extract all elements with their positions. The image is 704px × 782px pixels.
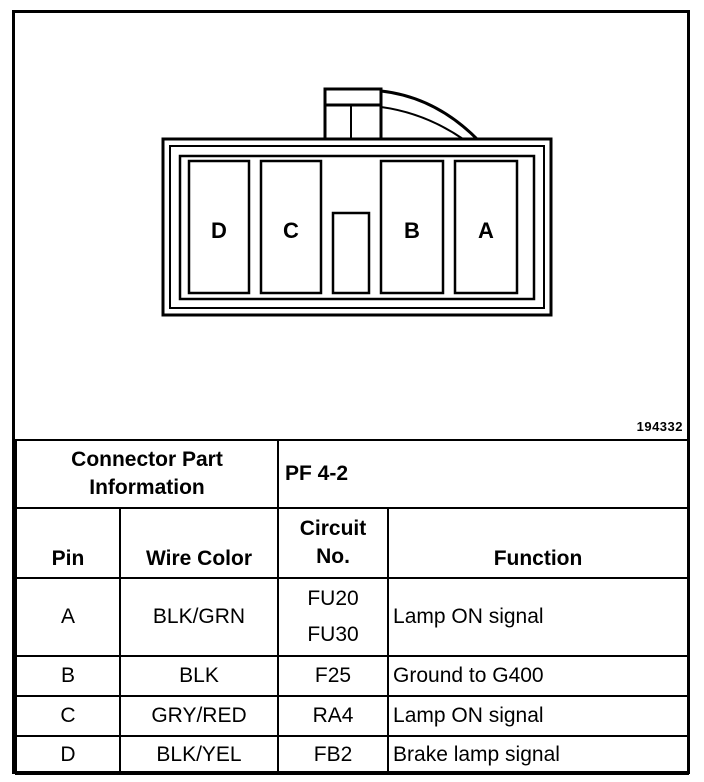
pin-label-d: D — [211, 218, 227, 243]
wire-color-cell: GRY/RED — [118, 695, 280, 737]
part-info-label: Connector Part Information — [14, 439, 280, 509]
circuit-cell: F25 — [277, 655, 390, 697]
header-function: Function — [387, 507, 690, 579]
pin-label-c: C — [283, 218, 299, 243]
table-row: B BLK F25 Ground to G400 — [15, 655, 690, 697]
connector-diagram-frame: D C B A 194332 Connector Part Informatio… — [12, 10, 690, 775]
function-cell: Ground to G400 — [387, 655, 690, 697]
pin-cell: C — [15, 695, 121, 737]
header-row: Pin Wire Color Circuit No. Function — [15, 507, 690, 579]
connector-table: Connector Part Information PF 4-2 Pin Wi… — [14, 439, 690, 775]
pin-label-b: B — [404, 218, 420, 243]
part-info-row: Connector Part Information PF 4-2 — [14, 439, 690, 509]
latch-tab — [323, 87, 383, 141]
table-row: C GRY/RED RA4 Lamp ON signal — [15, 695, 690, 737]
pin-cell: B — [15, 655, 121, 697]
table-row: D BLK/YEL FB2 Brake lamp signal — [15, 735, 690, 775]
cavity-c — [259, 159, 323, 295]
circuit-value-1: FU20 — [307, 587, 359, 610]
circuit-cell: FU20 FU30 — [277, 577, 390, 657]
header-wire-color: Wire Color — [118, 507, 280, 579]
key-slot — [331, 211, 371, 295]
cavity-d — [187, 159, 251, 295]
pin-label-a: A — [478, 218, 494, 243]
connector-figure: D C B A 194332 — [15, 13, 687, 439]
function-cell: Brake lamp signal — [387, 735, 690, 775]
header-pin: Pin — [15, 507, 121, 579]
wire-color-cell: BLK/YEL — [118, 735, 280, 775]
pin-cell: A — [15, 577, 121, 657]
connector-drawing: D C B A — [161, 87, 553, 317]
circuit-cell: FB2 — [277, 735, 390, 775]
cavity-b — [379, 159, 445, 295]
function-cell: Lamp ON signal — [387, 577, 690, 657]
latch-arm — [380, 89, 479, 141]
table-row: A BLK/GRN FU20 FU30 Lamp ON signal — [15, 577, 690, 657]
cavity-a — [453, 159, 519, 295]
part-info-value: PF 4-2 — [277, 439, 690, 509]
function-cell: Lamp ON signal — [387, 695, 690, 737]
circuit-cell: RA4 — [277, 695, 390, 737]
wire-color-cell: BLK — [118, 655, 280, 697]
wire-color-cell: BLK/GRN — [118, 577, 280, 657]
header-circuit-no: Circuit No. — [277, 507, 390, 579]
pin-cell: D — [15, 735, 121, 775]
circuit-value-2: FU30 — [307, 623, 359, 646]
figure-id: 194332 — [636, 419, 683, 434]
